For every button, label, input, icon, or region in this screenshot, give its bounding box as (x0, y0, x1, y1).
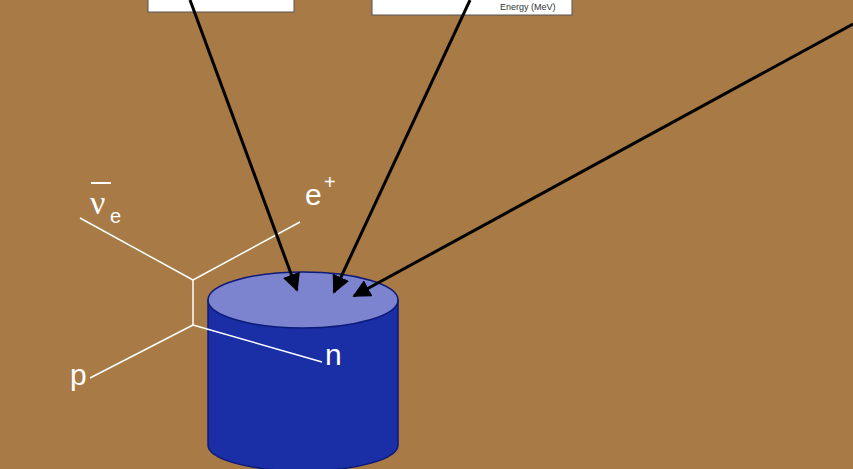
plot-inset (148, 0, 294, 12)
superscript: + (324, 172, 336, 192)
particle-symbol: n (325, 340, 342, 370)
particle-symbol: ν (90, 186, 105, 220)
feynman-diagram (80, 183, 322, 378)
detector-cylinder (208, 272, 398, 469)
axis-label: Energy (MeV) (500, 3, 556, 12)
antiparticle-bar (91, 182, 111, 184)
plot-inset (372, 0, 572, 15)
pointer-arrows (190, 0, 853, 296)
particle-symbol: e (305, 180, 322, 210)
particle-symbol: p (70, 360, 87, 390)
subscript: e (110, 206, 121, 226)
